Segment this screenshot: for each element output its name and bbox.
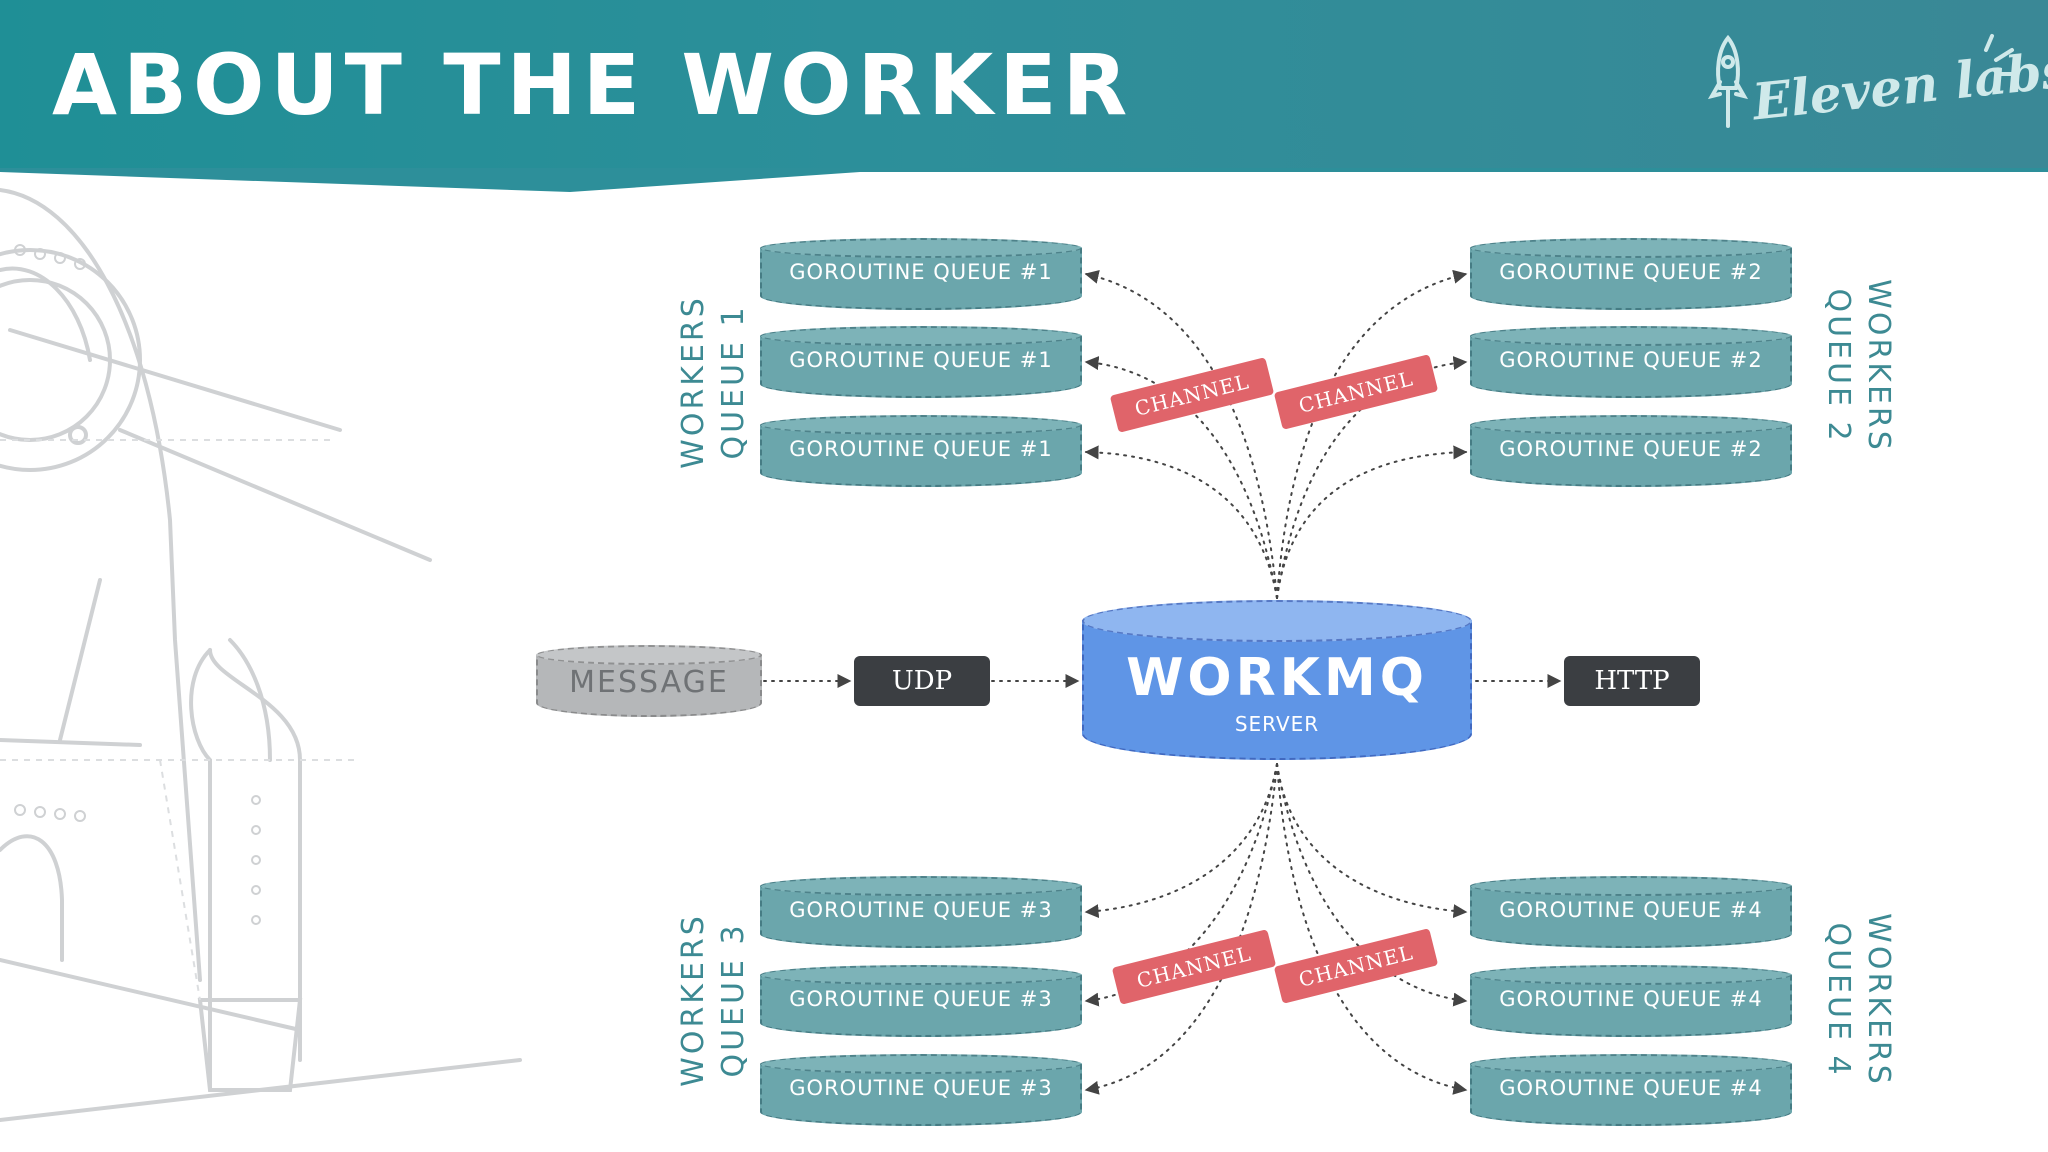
goroutine-queue-3-c: GOROUTINE QUEUE #3 — [760, 1054, 1082, 1126]
rocket-sketch-background — [0, 188, 522, 1122]
workers-queue-2-line1: WORKERS — [1861, 279, 1896, 453]
goroutine-queue-3-b: GOROUTINE QUEUE #3 — [760, 965, 1082, 1037]
server-sublabel: SERVER — [1234, 712, 1320, 736]
workers-queue-2-label: WORKERS QUEUE 2 — [1818, 266, 1898, 466]
workers-queue-1-label: WORKERS QUEUE 1 — [674, 282, 754, 482]
workers-queue-2-line2: QUEUE 2 — [1821, 288, 1856, 444]
connector-server-q3a — [1084, 763, 1278, 919]
workers-queue-1-line1: WORKERS — [676, 295, 711, 469]
rocket-icon — [1707, 34, 2018, 128]
connector-server-q4c — [1276, 763, 1468, 1095]
workers-queue-4-label: WORKERS QUEUE 4 — [1818, 900, 1898, 1100]
header-bar — [0, 0, 2048, 172]
udp-box: UDP — [854, 656, 990, 706]
goroutine-queue-1-c: GOROUTINE QUEUE #1 — [760, 415, 1082, 487]
workers-queue-3-line1: WORKERS — [676, 913, 711, 1087]
goroutine-queue-2-a: GOROUTINE QUEUE #2 — [1470, 238, 1792, 310]
page-title: ABOUT THE WORKER — [52, 36, 1134, 134]
connector-server-q1a — [1084, 269, 1278, 599]
connector-server-q4a — [1276, 763, 1468, 919]
connector-server-q1b — [1084, 356, 1278, 599]
connector-server-q1c — [1084, 445, 1278, 599]
goroutine-queue-1-b: GOROUTINE QUEUE #1 — [760, 326, 1082, 398]
workers-queue-1-line2: QUEUE 1 — [716, 304, 751, 460]
header-notch — [0, 168, 2048, 192]
http-box: HTTP — [1564, 656, 1700, 706]
server-name: WORKMQ — [1126, 648, 1428, 708]
goroutine-queue-1-a: GOROUTINE QUEUE #1 — [760, 238, 1082, 310]
workers-queue-4-line2: QUEUE 4 — [1821, 922, 1856, 1078]
connector-server-q3c — [1084, 763, 1278, 1095]
goroutine-queue-2-c: GOROUTINE QUEUE #2 — [1470, 415, 1792, 487]
connector-server-q4b — [1276, 763, 1468, 1007]
connector-server-q2a — [1276, 269, 1468, 599]
goroutine-queue-4-c: GOROUTINE QUEUE #4 — [1470, 1054, 1792, 1126]
message-cylinder: MESSAGE — [536, 645, 762, 717]
workers-queue-4-line1: WORKERS — [1861, 913, 1896, 1087]
goroutine-queue-3-a: GOROUTINE QUEUE #3 — [760, 876, 1082, 948]
goroutine-queue-4-a: GOROUTINE QUEUE #4 — [1470, 876, 1792, 948]
workers-queue-3-line2: QUEUE 3 — [716, 922, 751, 1078]
connector-server-q2c — [1276, 445, 1468, 599]
workmq-server: WORKMQ SERVER — [1082, 600, 1472, 760]
workers-queue-3-label: WORKERS QUEUE 3 — [674, 900, 754, 1100]
goroutine-queue-2-b: GOROUTINE QUEUE #2 — [1470, 326, 1792, 398]
goroutine-queue-4-b: GOROUTINE QUEUE #4 — [1470, 965, 1792, 1037]
